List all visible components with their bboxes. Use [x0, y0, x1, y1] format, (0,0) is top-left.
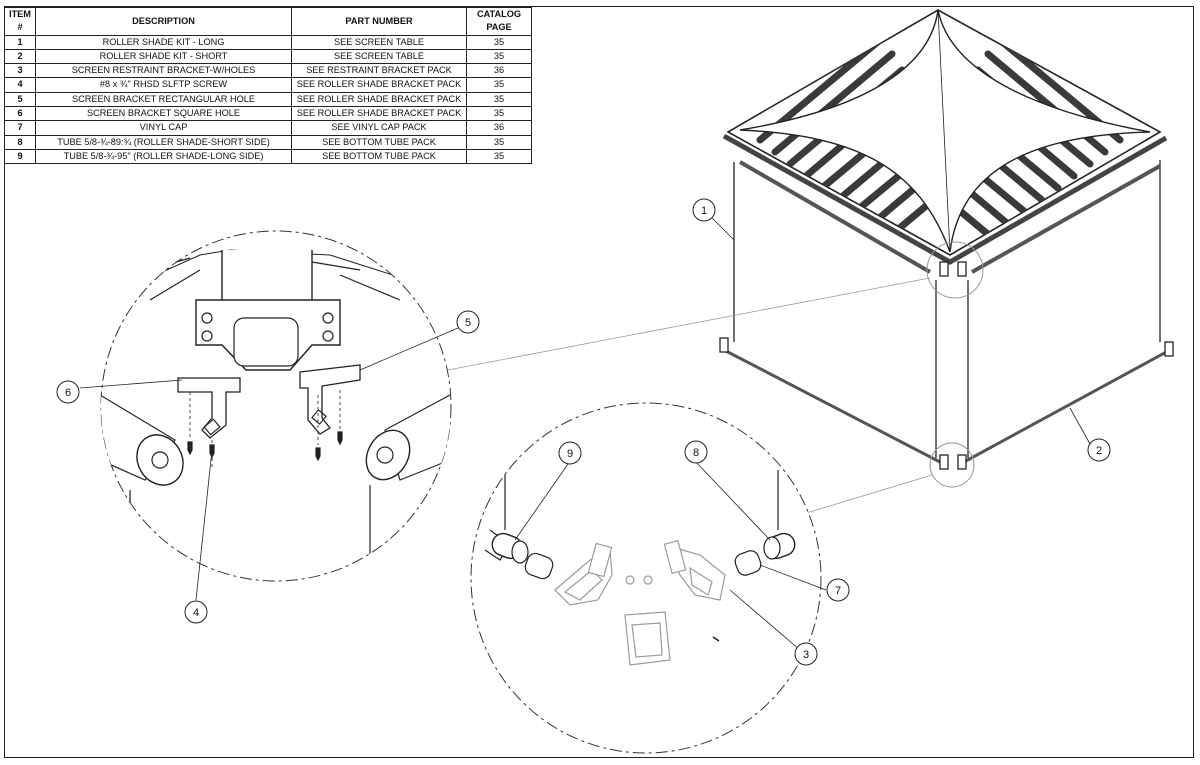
- callout-1: 1: [692, 198, 716, 222]
- callout-9: 9: [558, 441, 582, 465]
- svg-text:5: 5: [465, 317, 471, 329]
- gazebo-assembly: [447, 9, 1174, 516]
- svg-text:7: 7: [835, 585, 841, 597]
- callout-6: 6: [56, 380, 80, 404]
- callouts: [79, 217, 1091, 651]
- detail-bracket-top: [100, 230, 452, 582]
- detail-bracket-bottom: [470, 402, 822, 754]
- svg-text:2: 2: [1096, 445, 1102, 457]
- svg-text:8: 8: [693, 447, 699, 459]
- detail-marker-bottom: [929, 442, 975, 488]
- callout-5: 5: [456, 310, 480, 334]
- svg-text:3: 3: [803, 649, 809, 661]
- svg-text:1: 1: [701, 205, 707, 217]
- svg-text:6: 6: [65, 387, 71, 399]
- callout-7: 7: [826, 578, 850, 602]
- callout-4: 4: [184, 600, 208, 624]
- gazebo-walls: [719, 160, 1174, 470]
- callout-2: 2: [1087, 438, 1111, 462]
- callout-8: 8: [684, 440, 708, 464]
- callout-3: 3: [794, 642, 818, 666]
- detail-marker-top: [926, 241, 984, 299]
- svg-text:4: 4: [193, 607, 199, 619]
- gazebo-roof: [722, 9, 1168, 265]
- drawing-border: [4, 6, 1194, 758]
- svg-text:9: 9: [567, 448, 573, 460]
